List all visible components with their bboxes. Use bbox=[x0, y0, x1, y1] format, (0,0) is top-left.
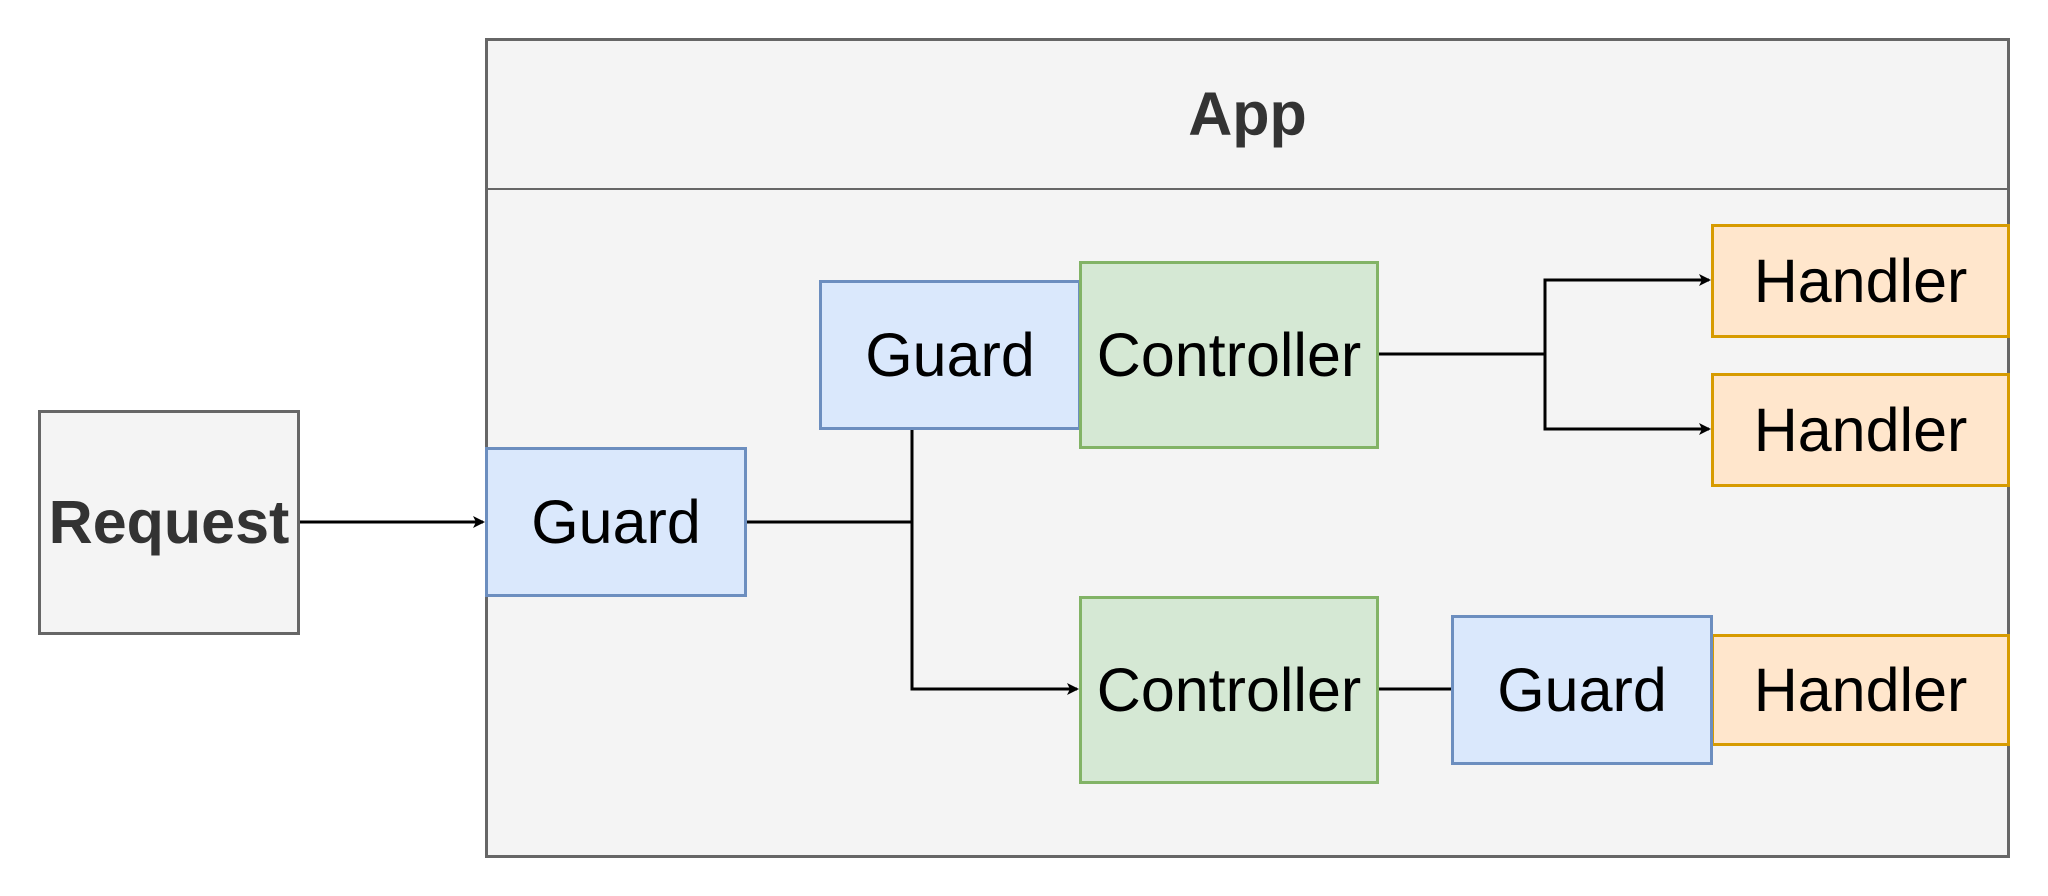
controller-top-node: Controller bbox=[1079, 261, 1379, 449]
handler-bottom-node: Handler bbox=[1711, 634, 2010, 746]
request-node: Request bbox=[38, 410, 300, 635]
handler-top-1-node: Handler bbox=[1711, 224, 2010, 338]
guard-top-node: Guard bbox=[819, 280, 1081, 430]
guard-bottom-node: Guard bbox=[1451, 615, 1713, 765]
edge-guard-to-top-guard bbox=[747, 430, 914, 524]
controller-bottom-node: Controller bbox=[1079, 596, 1379, 784]
handler-top-2-node: Handler bbox=[1711, 373, 2010, 487]
guard-entry-node: Guard bbox=[485, 447, 747, 597]
edge-controller-to-handler-1 bbox=[1379, 274, 1711, 356]
edge-guard-to-bottom-controller bbox=[910, 522, 1079, 695]
edge-controller-to-handler-2 bbox=[1543, 354, 1711, 435]
app-title-header: App bbox=[485, 38, 2010, 188]
